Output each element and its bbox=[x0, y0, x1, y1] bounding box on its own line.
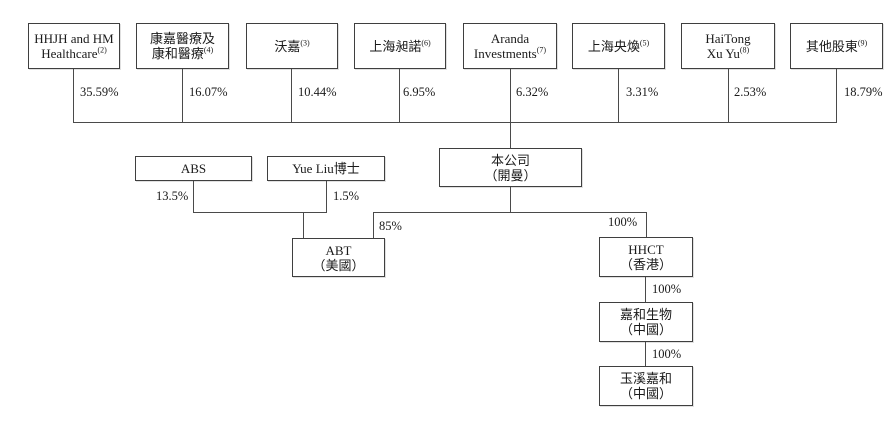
footnote-marker: (6) bbox=[421, 38, 431, 48]
subsidiary-name-line: 嘉和生物 bbox=[619, 307, 672, 322]
connector-parents-to-abt bbox=[303, 212, 304, 238]
footnote-marker: (5) bbox=[639, 38, 650, 48]
shareholder-name-line: 康嘉醫療及 bbox=[149, 31, 215, 46]
shareholder-name-line: Healthcare(2) bbox=[41, 45, 107, 61]
shareholder-name-line: Yue Liu博士 bbox=[292, 161, 360, 176]
shareholder-name-line: ABS bbox=[180, 161, 207, 176]
shareholder-box-hhjh-hm-healthcare: HHJH and HM Healthcare(2) bbox=[28, 23, 120, 69]
footnote-marker: (7) bbox=[536, 45, 547, 55]
shareholder-box-yue-liu: Yue Liu博士 bbox=[267, 156, 385, 181]
ownership-pct-abs: 13.5% bbox=[156, 189, 189, 203]
shareholder-name-line: 上海昶諾(6) bbox=[369, 38, 431, 54]
subsidiary-box-jiahe-biologics: 嘉和生物 （中國） bbox=[599, 302, 693, 342]
ownership-pct-haitong: 2.53% bbox=[734, 85, 767, 99]
footnote-marker: (2) bbox=[97, 45, 107, 55]
subsidiary-jurisdiction-line: （中國） bbox=[619, 386, 672, 401]
footnote-marker: (8) bbox=[739, 45, 750, 55]
connector-drop-changnuo bbox=[399, 69, 400, 122]
subsidiary-box-hhct: HHCT （香港） bbox=[599, 237, 693, 277]
footnote-marker: (9) bbox=[857, 38, 868, 48]
ownership-pct-hhjh: 35.59% bbox=[80, 85, 119, 99]
company-box-cayman: 本公司 （開曼） bbox=[439, 148, 582, 187]
ownership-pct-hhct-jiahe: 100% bbox=[652, 282, 682, 296]
ownership-pct-aranda: 6.32% bbox=[516, 85, 549, 99]
ownership-pct-jiahe-yuxi: 100% bbox=[652, 347, 682, 361]
shareholder-name-line: 康和醫療(4) bbox=[151, 45, 214, 61]
connector-drop-haitong bbox=[728, 69, 729, 122]
shareholder-name-line: Aranda bbox=[490, 31, 530, 46]
subsidiary-name-line: 玉溪嘉和 bbox=[619, 371, 672, 386]
connector-abs-down bbox=[193, 181, 194, 212]
shareholder-name-line: 其他股東(9) bbox=[805, 38, 868, 54]
connector-drop-other bbox=[836, 69, 837, 122]
shareholder-name-line: Xu Yu(8) bbox=[706, 45, 750, 61]
connector-yueliu-down bbox=[326, 181, 327, 212]
footnote-marker: (4) bbox=[203, 45, 214, 55]
subsidiary-box-abt: ABT （美國） bbox=[292, 238, 385, 277]
ownership-pct-yueliu: 1.5% bbox=[333, 189, 360, 203]
shareholder-name-line: HaiTong bbox=[705, 31, 751, 46]
ownership-pct-wojia: 10.44% bbox=[298, 85, 337, 99]
connector-company-to-abt bbox=[373, 212, 374, 238]
shareholder-box-shanghai-changnuo: 上海昶諾(6) bbox=[354, 23, 446, 69]
subsidiary-name-line: ABT bbox=[325, 242, 352, 258]
connector-bus-to-company bbox=[510, 122, 511, 148]
shareholder-box-aranda-investments: Aranda Investments(7) bbox=[463, 23, 557, 69]
ownership-pct-company-hhct: 100% bbox=[608, 215, 638, 229]
shareholder-name-line: Investments(7) bbox=[473, 45, 547, 61]
connector-company-down bbox=[510, 187, 511, 212]
company-jurisdiction-line: （開曼） bbox=[484, 167, 537, 183]
ownership-pct-kangjia: 16.07% bbox=[189, 85, 228, 99]
connector-jiahe-to-yuxi bbox=[645, 342, 646, 366]
connector-bus-company-subsidiaries bbox=[373, 212, 647, 213]
connector-drop-wojia bbox=[291, 69, 292, 122]
subsidiary-box-yuxi-jiahe: 玉溪嘉和 （中國） bbox=[599, 366, 693, 406]
ownership-pct-company-abt: 85% bbox=[379, 219, 402, 233]
connector-drop-hhjh bbox=[73, 69, 74, 122]
shareholder-box-wojia: 沃嘉(3) bbox=[246, 23, 338, 69]
subsidiary-jurisdiction-line: （美國） bbox=[312, 257, 365, 273]
connector-drop-kangjia bbox=[182, 69, 183, 122]
connector-bus-shareholders bbox=[73, 122, 837, 123]
ownership-pct-changnuo: 6.95% bbox=[403, 85, 436, 99]
ownership-pct-yanghuan: 3.31% bbox=[626, 85, 659, 99]
shareholder-box-abs: ABS bbox=[135, 156, 252, 181]
connector-drop-aranda bbox=[510, 69, 511, 122]
company-name-line: 本公司 bbox=[490, 152, 530, 168]
subsidiary-jurisdiction-line: （中國） bbox=[619, 322, 672, 337]
shareholder-name-line: 上海央煥(5) bbox=[587, 38, 650, 54]
shareholder-box-kangjia-kanghe: 康嘉醫療及 康和醫療(4) bbox=[136, 23, 229, 69]
connector-hhct-to-jiahe bbox=[645, 277, 646, 302]
connector-company-to-hhct bbox=[646, 212, 647, 237]
shareholder-name-line: HHJH and HM bbox=[34, 31, 114, 46]
subsidiary-jurisdiction-line: （香港） bbox=[619, 257, 672, 272]
shareholder-box-shanghai-yanghuan: 上海央煥(5) bbox=[572, 23, 665, 69]
shareholder-name-line: 沃嘉(3) bbox=[274, 38, 310, 54]
connector-bus-abt-parents bbox=[193, 212, 327, 213]
connector-drop-yanghuan bbox=[618, 69, 619, 122]
subsidiary-name-line: HHCT bbox=[628, 242, 664, 257]
shareholder-box-other-shareholders: 其他股東(9) bbox=[790, 23, 883, 69]
ownership-pct-other: 18.79% bbox=[844, 85, 883, 99]
footnote-marker: (3) bbox=[300, 38, 310, 48]
shareholder-box-haitong-xuyu: HaiTong Xu Yu(8) bbox=[681, 23, 775, 69]
